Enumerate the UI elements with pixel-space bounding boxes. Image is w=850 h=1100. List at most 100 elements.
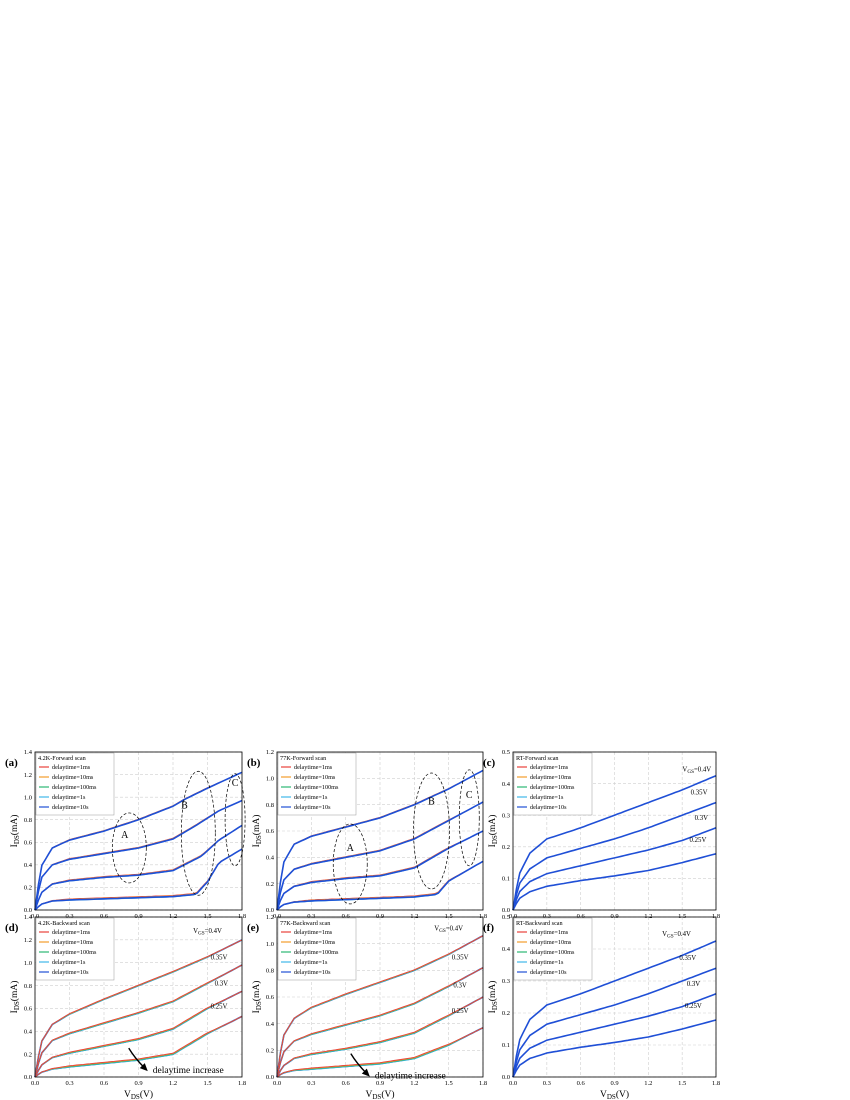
x-tick-label: 1.2 xyxy=(410,1080,418,1087)
x-tick-label: 1.2 xyxy=(410,913,418,920)
x-axis-label-main: V xyxy=(600,1090,607,1100)
x-tick-label: 0.3 xyxy=(543,1080,551,1087)
curve-label: VGS=0.4V xyxy=(193,928,222,937)
x-tick-label: 1.2 xyxy=(644,913,652,920)
curve-label-main: V xyxy=(193,928,198,935)
annotation-ellipse xyxy=(224,773,246,867)
y-tick-label: 0.4 xyxy=(266,855,275,862)
plot-frame xyxy=(34,751,243,911)
legend-box xyxy=(35,917,115,981)
x-tick-label: 1.5 xyxy=(203,913,211,920)
legend: 4.2K-Backward scandelaytime=1msdelaytime… xyxy=(35,917,115,981)
x-tick-label: 0.9 xyxy=(610,913,618,920)
series-line-delaytime=1ms xyxy=(276,1027,484,1078)
legend-label: delaytime=100ms xyxy=(530,949,575,956)
y-tick-label: 0.0 xyxy=(266,1074,274,1081)
plot-frame xyxy=(276,751,484,911)
annotation-ellipse xyxy=(332,823,368,905)
y-tick-label: 0.8 xyxy=(266,802,274,809)
y-tick-label: 0.0 xyxy=(502,1074,510,1081)
y-tick-label: 1.0 xyxy=(24,960,32,967)
y-tick-label: 0.6 xyxy=(24,1006,33,1013)
x-tick-label: 0.9 xyxy=(134,913,142,920)
y-tick-label: 0.4 xyxy=(24,862,33,869)
y-tick-label: 0.6 xyxy=(266,828,275,835)
series-line-delaytime=1s xyxy=(276,1027,484,1078)
x-tick-label: 1.8 xyxy=(238,1080,246,1087)
y-tick-label: 0.8 xyxy=(24,983,32,990)
x-tick-label: 0.6 xyxy=(342,913,351,920)
panel-label: (d) xyxy=(5,922,19,934)
legend-label: delaytime=1ms xyxy=(52,929,91,936)
legend-title: 77K-Backward scan xyxy=(280,920,330,927)
y-axis-label-main: I xyxy=(10,1010,20,1013)
legend-label: delaytime=10s xyxy=(530,804,567,811)
annotation-ellipse xyxy=(413,772,450,890)
curve-label: 0.25V xyxy=(452,1008,469,1015)
legend-label: delaytime=100ms xyxy=(530,784,575,791)
x-tick-label: 0.6 xyxy=(100,913,109,920)
curve-label: 0.35V xyxy=(691,790,708,797)
y-tick-label: 1.4 xyxy=(24,749,33,756)
legend-title: 77K-Forward scan xyxy=(280,755,326,762)
y-axis-label: IDS(mA) xyxy=(251,815,263,848)
curve-label: 0.3V xyxy=(695,815,708,822)
legend-box xyxy=(35,752,115,816)
series-line-delaytime=10s xyxy=(512,940,717,1078)
panel-label: (c) xyxy=(483,757,496,769)
curve-label-rest: =0.4V xyxy=(694,767,711,774)
x-tick-label: 0.0 xyxy=(273,1080,281,1087)
delaytime-arrowhead xyxy=(361,1068,370,1077)
y-axis-label-sub: DS xyxy=(13,1001,21,1010)
legend-box xyxy=(513,752,593,816)
y-axis-label-sub: DS xyxy=(255,835,263,844)
series-line-delaytime=1ms xyxy=(276,935,484,1078)
y-tick-label: 0.1 xyxy=(502,876,510,883)
curve-label-rest: 0.25V xyxy=(685,1003,702,1010)
y-tick-label: 1.2 xyxy=(266,749,274,756)
y-tick-label: 0.0 xyxy=(266,907,274,914)
curve-label-rest: 0.35V xyxy=(211,954,228,961)
series-line-delaytime=10s xyxy=(276,769,484,911)
x-tick-label: 0.3 xyxy=(65,1080,73,1087)
curve-label: 0.25V xyxy=(690,837,707,844)
x-tick-label: 0.6 xyxy=(577,1080,586,1087)
legend-label: delaytime=1s xyxy=(530,794,564,801)
y-axis-label: IDS(mA) xyxy=(9,815,21,848)
x-axis-label-main: V xyxy=(124,1090,131,1100)
curve-label-rest: 0.25V xyxy=(211,1003,228,1010)
annotation-label: B xyxy=(181,800,188,811)
y-axis-label-unit: (mA) xyxy=(487,815,498,836)
delaytime-annotation: delaytime increase xyxy=(153,1066,224,1076)
annotation-label: A xyxy=(121,830,129,841)
x-axis-label: VDS(V) xyxy=(600,1089,629,1100)
y-axis-label-unit: (mA) xyxy=(251,981,262,1002)
series-line-delaytime=10s xyxy=(512,993,717,1078)
series-line-delaytime=10s xyxy=(512,801,717,911)
x-tick-label: 1.2 xyxy=(169,913,177,920)
legend-label: delaytime=1ms xyxy=(530,764,569,771)
plot-frame xyxy=(512,751,717,911)
x-axis-label: VDS(V) xyxy=(365,1089,394,1100)
curve-label-rest: 0.3V xyxy=(695,815,708,822)
x-axis-label: VDS(V) xyxy=(124,1089,153,1100)
curve-label-main: V xyxy=(662,931,667,938)
y-tick-label: 0.2 xyxy=(502,844,510,851)
y-axis-label: IDS(mA) xyxy=(487,981,499,1014)
y-axis-label-unit: (mA) xyxy=(487,981,498,1002)
y-tick-label: 0.8 xyxy=(24,817,32,824)
curve-label-sub: GS xyxy=(198,931,205,937)
legend: 4.2K-Forward scandelaytime=1msdelaytime=… xyxy=(35,752,115,816)
series-line-delaytime=1ms xyxy=(34,1015,243,1078)
curve-label: 0.35V xyxy=(211,954,228,961)
y-axis-label-unit: (mA) xyxy=(9,815,20,836)
y-tick-label: 1.2 xyxy=(24,772,32,779)
y-tick-label: 0.0 xyxy=(502,907,510,914)
x-tick-label: 0.0 xyxy=(31,913,39,920)
legend-label: delaytime=1s xyxy=(294,794,328,801)
x-tick-label: 0.0 xyxy=(31,1080,39,1087)
y-axis-label-main: I xyxy=(488,844,498,847)
